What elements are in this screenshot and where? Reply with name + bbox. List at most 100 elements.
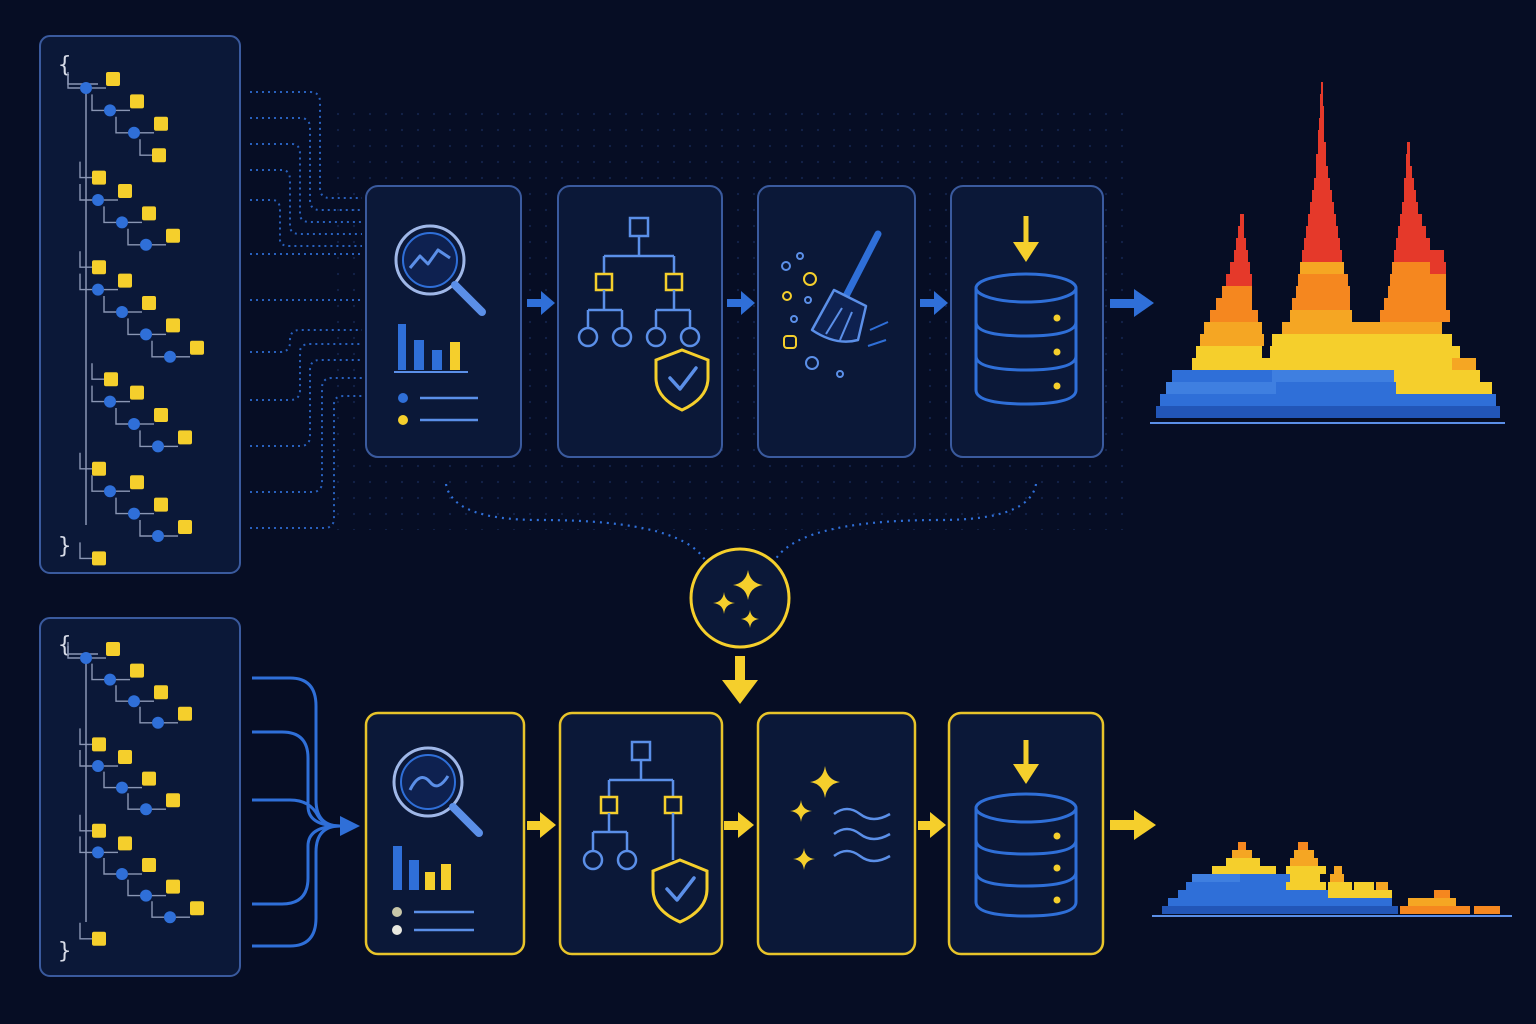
distribution-step [1474, 906, 1496, 914]
tree-value-square [106, 642, 120, 656]
tree-node-dot [128, 418, 140, 430]
distribution-step [1328, 882, 1352, 890]
tree-value-square [92, 823, 106, 838]
json-tree-top [67, 72, 204, 566]
tree-value-square [166, 318, 180, 333]
tree-node-dot [140, 238, 152, 251]
distribution-step [1314, 178, 1330, 190]
json-tree-bottom [67, 642, 204, 946]
distribution-step [1321, 82, 1323, 94]
distribution-step [1186, 882, 1286, 890]
broom-icon [810, 230, 889, 347]
tree-value-square [142, 296, 156, 310]
database-icon [974, 792, 1078, 918]
list-icon [392, 907, 474, 935]
tree-node-dot [104, 104, 116, 117]
magnifier-chart-icon [392, 746, 483, 837]
tree-value-square [166, 793, 180, 808]
tree-branch [67, 642, 80, 659]
output-distribution-bottom [1162, 842, 1500, 914]
distribution-step [1318, 142, 1326, 154]
tree-node-dot [92, 283, 104, 296]
tree-branch [127, 228, 140, 246]
bottom-stage-analyze [364, 711, 526, 956]
distribution-step [1196, 346, 1262, 358]
tree-node-dot [152, 440, 164, 453]
tree-branch [139, 706, 152, 724]
optimizer-node [689, 547, 791, 704]
close-brace-bottom: } [58, 939, 71, 964]
distribution-step [1192, 358, 1452, 370]
tree-node-dot [128, 695, 140, 708]
tree-branch [139, 520, 152, 537]
shield-check-icon [654, 348, 710, 412]
distribution-step [1272, 334, 1452, 346]
distribution-step [1302, 250, 1342, 262]
distribution-step [1290, 310, 1352, 322]
distribution-step [1424, 286, 1446, 298]
distribution-step [1298, 842, 1308, 850]
solid-inputs-bottom [252, 676, 360, 948]
bottom-flow-arrows [527, 810, 1156, 840]
tree-value-square [92, 551, 106, 566]
tree-value-square [142, 858, 156, 872]
tree-node-dot [116, 216, 128, 229]
distribution-step [1312, 190, 1332, 202]
distribution-step [1230, 262, 1250, 274]
tree-node-dot [152, 716, 164, 729]
arrow-top-2 [727, 291, 755, 315]
arrow-bottom-output [1110, 810, 1156, 840]
distribution-step [1380, 310, 1450, 322]
distribution-step [1272, 370, 1394, 382]
distribution-step [1292, 298, 1350, 310]
tree-value-square [130, 663, 144, 678]
tree-node-dot [80, 82, 92, 94]
distribution-step [1294, 850, 1314, 858]
tree-node-dot [116, 781, 128, 794]
distribution-step [1392, 262, 1438, 274]
distribution-step [1328, 890, 1392, 898]
waves-icon [833, 807, 891, 863]
tree-value-square [118, 836, 132, 851]
top-stage-structure [557, 185, 723, 458]
tree-value-square [190, 340, 204, 355]
distribution-step [1172, 370, 1272, 382]
distribution-step [1396, 238, 1430, 250]
distribution-step [1452, 358, 1476, 370]
open-brace-top: { [58, 53, 71, 78]
tree-value-square [92, 931, 106, 946]
distribution-step [1384, 298, 1446, 310]
tree-node-dot [104, 485, 116, 498]
tree-branch [79, 251, 92, 268]
distribution-step [1290, 874, 1320, 882]
tree-branch [139, 430, 152, 448]
tree-node-dot [164, 350, 176, 363]
distribution-step [1304, 238, 1340, 250]
tree-node-dot [92, 760, 104, 772]
bottom-stage-structure [558, 711, 724, 956]
tree-node-dot [92, 194, 104, 206]
distribution-step [1396, 382, 1492, 394]
distribution-step [1234, 250, 1248, 262]
distribution-step [1394, 370, 1480, 382]
distribution-step [1210, 310, 1258, 322]
tree-branch [79, 836, 92, 854]
tree-branch [79, 273, 92, 291]
distribution-step [1212, 866, 1276, 874]
tree-value-square [154, 408, 168, 422]
distribution-step [1320, 94, 1323, 106]
tree-value-square [178, 520, 192, 534]
tree-branch [79, 814, 92, 832]
tree-value-square [190, 901, 204, 916]
distribution-step [1240, 214, 1244, 226]
tree-branch [127, 318, 140, 336]
distribution-step [1402, 202, 1418, 214]
arrow-bottom-2 [724, 812, 754, 838]
distribution-step [1426, 274, 1446, 286]
distribution-step [1276, 382, 1396, 394]
hierarchy-icon [582, 740, 683, 871]
bar-chart-icon [393, 846, 451, 890]
tree-value-square [118, 750, 132, 764]
distribution-step [1282, 322, 1442, 334]
tree-branch [79, 542, 92, 560]
